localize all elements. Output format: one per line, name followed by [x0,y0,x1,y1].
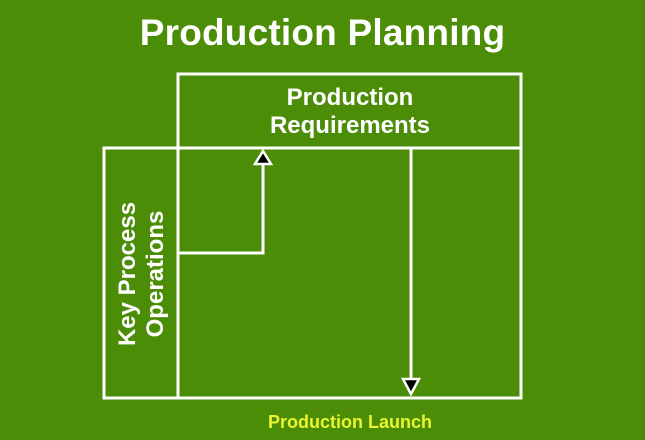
up-arrowhead-icon [252,148,274,166]
down-arrowhead-icon [400,377,422,397]
operations-label-line2: Operations [142,210,169,338]
operations-label-line1: Key Process [114,201,141,347]
slide-title: Production Planning [139,12,506,53]
requirements-label-line2: Requirements [269,112,431,139]
planning-grid-box [176,146,523,400]
requirements-label: Production Requirements [178,84,522,140]
operations-label: Key Process Operations [114,149,170,399]
production-launch-label: Production Launch [268,412,432,432]
feedback-arrow-line [178,162,265,255]
requirements-label-line1: Production [286,84,414,111]
